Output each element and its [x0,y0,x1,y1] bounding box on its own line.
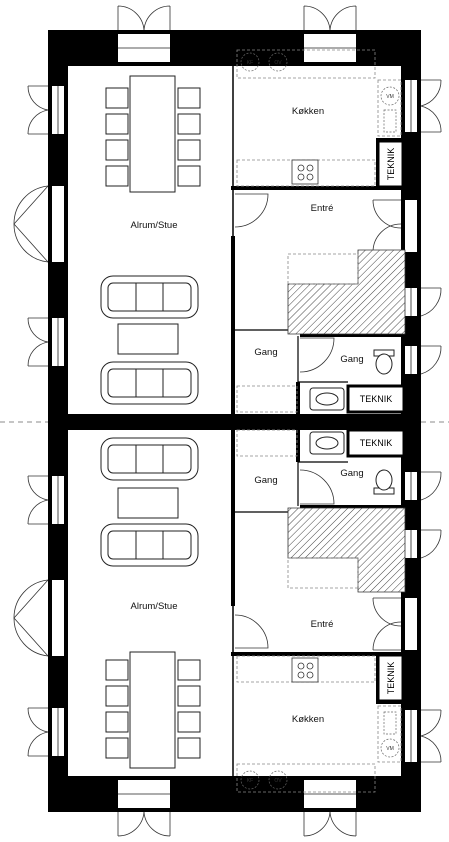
window-frames [57,47,412,795]
oven-label: OV [274,60,282,66]
exterior-door-swings [13,5,442,837]
appliance-labels: KF OV VM KF OV VM [247,60,394,784]
kitchen-appliances-top [240,52,400,133]
hall-label: Gang [340,468,363,479]
dishwasher-label: VM [386,746,394,752]
entry-label: Entré [311,619,334,630]
hall-label: Gang [340,354,363,365]
living-room-label: Alrum/Stue [131,601,178,612]
hob-icons [291,159,319,683]
fridge-label: KF [247,778,253,784]
entry-label: Entré [311,203,334,214]
teknik-boxes [346,141,406,701]
room-labels: Alrum/Stue Køkken Entré Gang Gang Alrum/… [131,106,364,725]
fridge-label: KF [247,60,253,66]
teknik-label: TEKNIK [386,148,396,181]
teknik-label: TEKNIK [360,394,393,404]
teknik-label: TEKNIK [386,662,396,695]
hatched-core [287,249,406,593]
lounge-bottom [100,437,199,567]
teknik-labels: TEKNIK TEKNIK TEKNIK TEKNIK [360,148,396,695]
dining-set-bottom [105,651,201,769]
bathroom-fixtures [309,349,395,495]
hall-label: Gang [254,347,277,358]
hall-label: Gang [254,475,277,486]
oven-label: OV [274,778,282,784]
lounge-top [100,275,199,405]
kitchen-label: Køkken [292,106,324,117]
teknik-label: TEKNIK [360,438,393,448]
kitchen-label: Køkken [292,714,324,725]
kitchen-appliances-bottom [240,711,400,790]
dishwasher-label: VM [386,94,394,100]
living-room-label: Alrum/Stue [131,220,178,231]
interior-door-swings [234,193,335,649]
outer-walls [48,30,421,812]
dining-set-top [105,75,201,193]
